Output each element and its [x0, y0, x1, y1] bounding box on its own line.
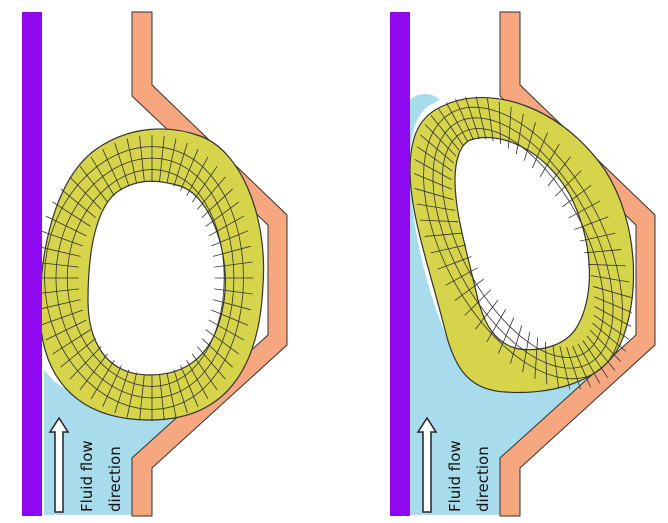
fluid-region-right	[410, 94, 595, 515]
seal-mesh-ring	[66, 169, 225, 387]
flow-label-line2: direction	[474, 446, 492, 512]
flow-label-line2: direction	[106, 446, 124, 512]
seal-ring-left	[33, 128, 265, 421]
seal-mesh-left	[33, 135, 254, 421]
seal-body-left	[39, 128, 265, 421]
seal-mesh-ring	[423, 106, 623, 380]
flow-arrow-icon	[48, 416, 70, 513]
wall-left	[22, 12, 42, 516]
seal-ring-right	[409, 96, 635, 394]
panel-right: Fluid flow direction	[390, 11, 656, 517]
seal-mesh-ring	[432, 117, 614, 369]
wall-right	[390, 12, 410, 516]
seal-mesh-ring	[44, 146, 244, 410]
seal-mesh-ring	[55, 157, 235, 399]
seal-body-right	[409, 97, 635, 394]
panel-left: Fluid flow direction	[22, 11, 288, 517]
housing-left	[131, 11, 288, 517]
seal-mesh-right	[413, 96, 633, 390]
flow-label-line1: Fluid flow	[78, 440, 96, 512]
flow-label-line1: Fluid flow	[446, 440, 464, 512]
flow-arrow-icon	[416, 416, 438, 513]
seal-mesh-ring	[441, 128, 605, 358]
housing-right	[499, 11, 656, 517]
